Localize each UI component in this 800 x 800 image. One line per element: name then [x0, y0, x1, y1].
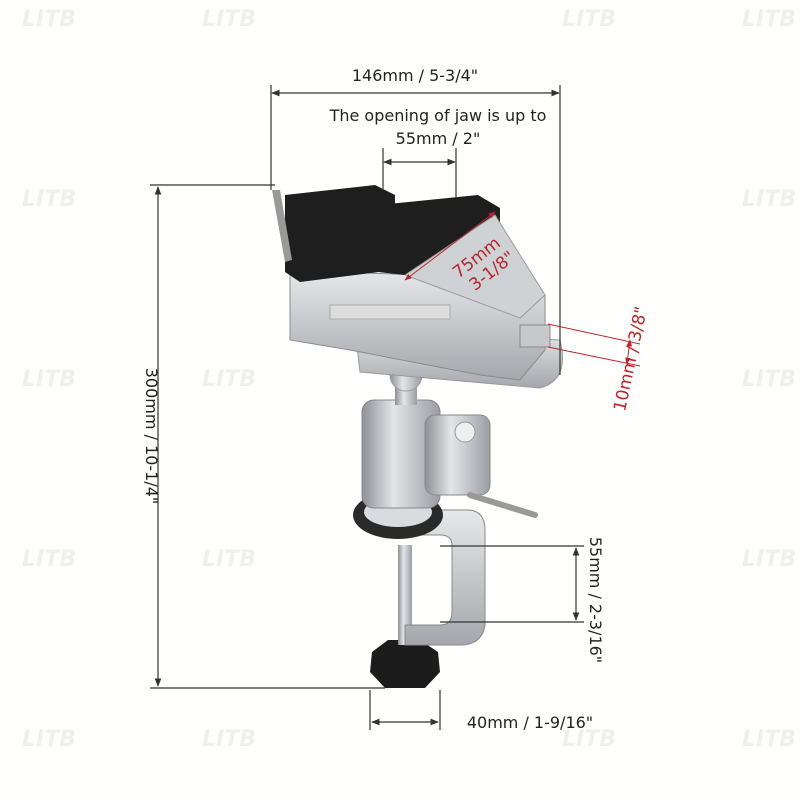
c-clamp: [404, 509, 486, 646]
clamp-depth-label: 40mm / 1-9/16": [467, 713, 593, 732]
watermark: LITB: [202, 727, 256, 752]
watermark: LITB: [22, 547, 76, 572]
watermark: LITB: [562, 727, 616, 752]
watermark: LITB: [202, 7, 256, 32]
watermarks: LITB LITB LITB LITB LITB LITB LITB LITB …: [22, 7, 796, 752]
jaw-opening-label-line1: The opening of jaw is up to: [329, 106, 547, 125]
watermark: LITB: [22, 187, 76, 212]
lock-lever: [467, 492, 538, 518]
dimension-lines: [150, 85, 641, 730]
watermark: LITB: [202, 547, 256, 572]
watermark: LITB: [742, 547, 796, 572]
overall-height-label: 300mm / 10-1/4": [142, 368, 161, 505]
watermark: LITB: [742, 187, 796, 212]
watermark: LITB: [562, 7, 616, 32]
fixed-jaw: [285, 185, 395, 282]
clamp-screw: [398, 545, 412, 645]
clamp-opening-label: 55mm / 2-3/16": [586, 537, 605, 663]
overall-width-label: 146mm / 5-3/4": [352, 66, 478, 85]
watermark: LITB: [22, 727, 76, 752]
jaw-opening-label-line2: 55mm / 2": [396, 129, 481, 148]
watermark: LITB: [742, 727, 796, 752]
watermark: LITB: [742, 7, 796, 32]
clamp-knob: [370, 640, 440, 688]
watermark: LITB: [22, 7, 76, 32]
vise-screw: [519, 324, 551, 348]
watermark: LITB: [22, 367, 76, 392]
watermark: LITB: [742, 367, 796, 392]
watermark: LITB: [202, 367, 256, 392]
screw-diameter-label: 10mm / 3/8": [610, 305, 652, 413]
vise-illustration: [272, 185, 563, 688]
